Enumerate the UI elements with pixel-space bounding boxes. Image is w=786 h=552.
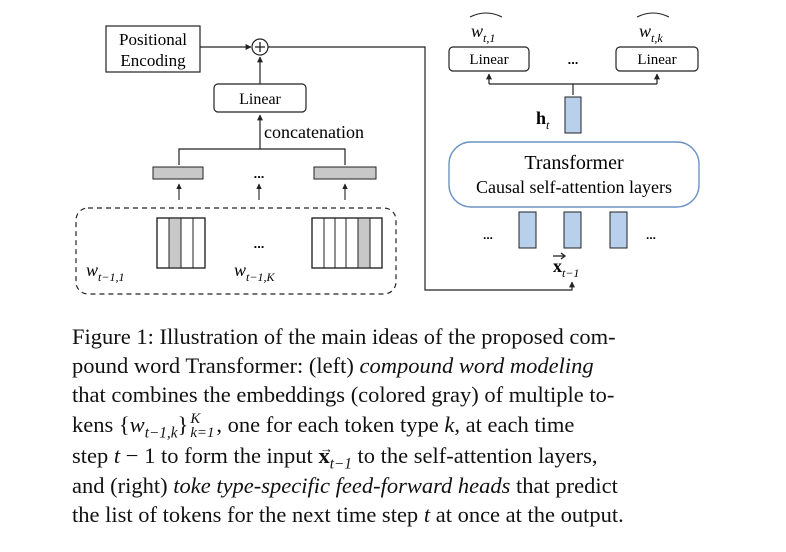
add-node: [251, 38, 269, 56]
onehot-table-first: [156, 217, 206, 269]
linear-left-box: Linear: [213, 83, 307, 113]
transformer-subtitle: Causal self-attention layers: [476, 177, 672, 197]
svg-text:wt,1: wt,1: [471, 21, 495, 45]
embedding-bar-last: [313, 166, 377, 180]
h-label: ht: [536, 108, 550, 132]
input-vector-1: [518, 211, 537, 249]
embedding-dots: ...: [254, 166, 265, 181]
plus-to-input-line: [268, 46, 575, 291]
input-dots: ...: [254, 236, 265, 251]
head-linear-last: Linear: [615, 46, 699, 72]
concat-bracket: [178, 148, 346, 165]
vec-dots-left: ...: [483, 228, 493, 242]
transformer-title: Transformer: [524, 152, 624, 174]
input-tokens-region: [75, 207, 397, 295]
caption-line-3: that combines the embeddings (colored gr…: [72, 382, 615, 408]
head-dots: ...: [568, 52, 579, 67]
input-last-label: wt−1,K: [234, 260, 275, 284]
input-vector-3: [609, 211, 628, 249]
concatenation-label: concatenation: [264, 122, 364, 142]
positional-encoding-box: Positional Encoding: [105, 25, 201, 73]
svg-text:xt−1: xt−1: [553, 256, 579, 280]
figure-caption: Figure 1: Illustration of the main ideas…: [72, 322, 714, 529]
transformer-box: Transformer Causal self-attention layers: [448, 141, 700, 208]
positional-encoding-line2: Encoding: [120, 51, 186, 70]
onehot-table-last: [311, 217, 383, 269]
head-linear-first-label: Linear: [469, 52, 508, 68]
caption-line-5: step t − 1 to form the input →xt−1 to th…: [72, 441, 598, 473]
embedding-bar-first: [152, 166, 204, 180]
positional-encoding-line1: Positional: [119, 30, 187, 49]
caption-line-1: Figure 1: Illustration of the main ideas…: [72, 324, 616, 349]
head-linear-last-label: Linear: [637, 52, 676, 68]
linear-left-label: Linear: [239, 91, 281, 108]
svg-text:wt,k: wt,k: [639, 21, 663, 45]
output-first-label: wt,1: [469, 12, 503, 45]
input-vector-2: [563, 211, 582, 249]
caption-line-6: and (right) toke type-specific feed-forw…: [72, 472, 618, 498]
output-last-label: wt,k: [636, 12, 670, 45]
x-input-label: xt−1: [553, 252, 579, 280]
vec-dots-right: ...: [646, 228, 656, 242]
head-linear-first: Linear: [448, 46, 530, 72]
caption-line-7: the list of tokens for the next time ste…: [72, 501, 624, 527]
input-first-label: wt−1,1: [86, 260, 124, 284]
h-vector: [564, 96, 582, 134]
figure-diagram: Positional Encoding Linear concatenation…: [75, 12, 700, 295]
caption-line-2: pound word Transformer: (left) compound …: [72, 353, 594, 379]
